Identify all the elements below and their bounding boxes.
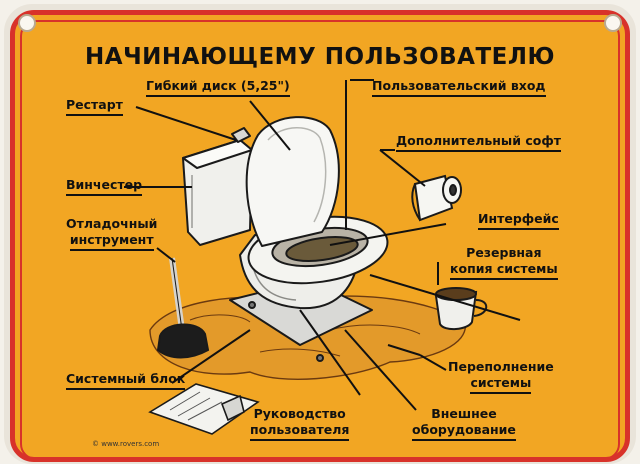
pointer-lines xyxy=(124,79,521,411)
label-system-unit: Системный блок xyxy=(66,371,186,390)
label-user-manual: Руководство пользователя xyxy=(250,406,350,441)
label-debug-tool: Отладочный инструмент xyxy=(66,216,157,251)
user-manual xyxy=(148,383,260,435)
plunger xyxy=(156,257,210,359)
sign-title: НАЧИНАЮЩЕМУ ПОЛЬЗОВАТЕЛЮ xyxy=(85,44,555,70)
label-extra-software: Дополнительный софт xyxy=(396,133,561,152)
label-restart: Рестарт xyxy=(66,97,123,116)
label-system-overflow: Переполнение системы xyxy=(448,359,554,394)
toilet-paper xyxy=(411,174,462,222)
label-backup: Резервная копия системы xyxy=(450,245,558,280)
sign: НАЧИНАЮЩЕМУ ПОЛЬЗОВАТЕЛЮ xyxy=(4,4,636,464)
label-interface: Интерфейс xyxy=(478,211,559,230)
label-user-login: Пользовательский вход xyxy=(372,78,546,97)
mount-hole-top-right xyxy=(604,14,622,32)
label-floppy-disk: Гибкий диск (5,25") xyxy=(146,78,290,97)
sign-footer: © www.rovers.com xyxy=(92,440,160,448)
label-hard-drive: Винчестер xyxy=(66,177,143,196)
toilet xyxy=(182,116,389,362)
label-external-hardware: Внешнее оборудование xyxy=(412,406,516,441)
coffee-cup xyxy=(434,287,488,330)
illustration xyxy=(124,79,521,435)
mount-hole-top-left xyxy=(18,14,36,32)
